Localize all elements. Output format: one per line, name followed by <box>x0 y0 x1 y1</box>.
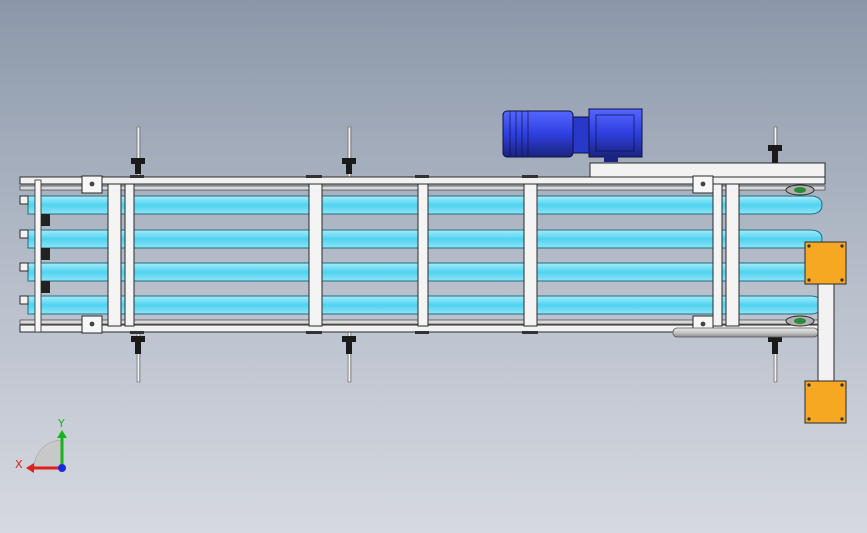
top-adjust-rods <box>131 126 782 180</box>
axis-triad: X Y <box>15 417 67 473</box>
y-axis-label: Y <box>57 417 65 430</box>
z-axis-dot <box>58 464 66 472</box>
axis-plane-icon <box>33 439 63 469</box>
rail-clamps <box>130 175 538 334</box>
bottom-adjust-rods <box>131 329 782 383</box>
drive-motor[interactable] <box>502 108 643 162</box>
tension-stand[interactable] <box>804 241 847 424</box>
return-pipe <box>672 327 819 338</box>
left-end-tensioners <box>19 179 50 333</box>
x-axis-label: X <box>15 458 23 471</box>
drive-sprockets <box>785 184 815 327</box>
cross-beams <box>107 183 740 327</box>
